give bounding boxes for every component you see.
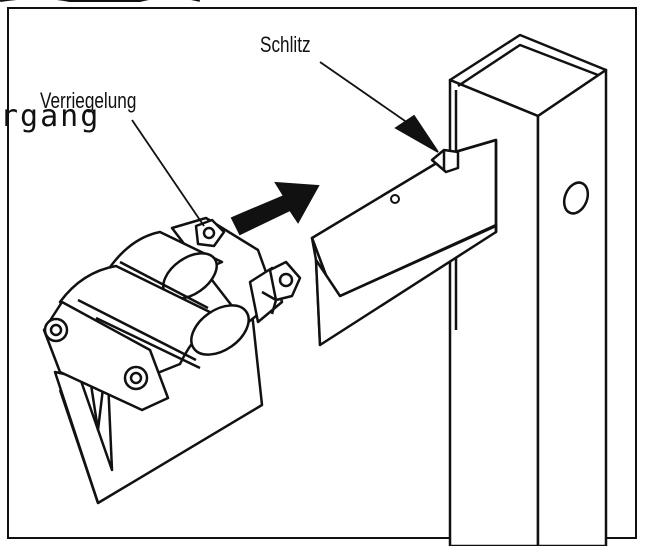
bracket-pin-hole: [390, 194, 400, 204]
mounting-post: [448, 33, 608, 548]
slot-callout-label: Schlitz: [260, 32, 311, 57]
roller-clamp: [42, 216, 302, 505]
post-hole: [562, 181, 590, 215]
lock-callout-label: Verriegelung: [40, 88, 137, 113]
insert-direction-arrow: [230, 181, 320, 236]
callout-leaders: [131, 61, 439, 227]
heading-fragment: rgang: [0, 99, 101, 134]
bracket-arm: [310, 138, 498, 347]
frame-border: [7, 7, 637, 539]
